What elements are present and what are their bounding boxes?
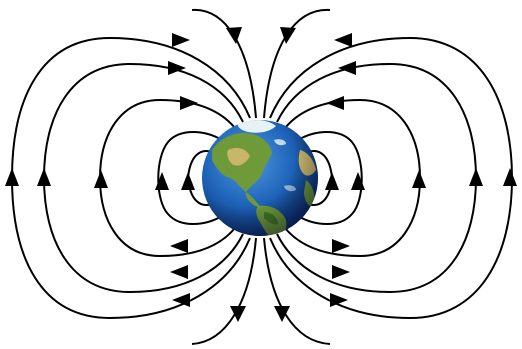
arrow-icon: [338, 61, 356, 75]
arrow-icon: [37, 168, 51, 186]
arrow-icon: [5, 168, 19, 186]
field-line-top-left: [192, 10, 256, 118]
arrow-icon: [170, 265, 188, 279]
arrow-icon: [334, 33, 352, 47]
globe-shading: [202, 120, 318, 236]
arrow-icon: [469, 168, 483, 186]
arrow-icon: [412, 170, 426, 188]
field-line-top-right: [264, 10, 330, 118]
arrow-icon: [170, 239, 188, 253]
arrow-icon: [181, 172, 195, 190]
arrow-icon: [326, 96, 344, 110]
arrow-icon: [351, 172, 365, 190]
field-line-bottom-right: [264, 238, 330, 344]
arrow-icon: [332, 239, 350, 253]
arrow-icon: [503, 168, 517, 186]
arrow-icon: [94, 170, 108, 188]
arrow-icon: [325, 172, 339, 190]
field-line-bottom-left: [192, 238, 256, 344]
arrow-icon: [172, 33, 190, 47]
arrow-icon: [155, 172, 169, 190]
arrow-icon: [274, 306, 290, 322]
earth-globe: [202, 120, 318, 246]
arrow-icon: [332, 265, 350, 279]
arrow-icon: [226, 27, 242, 44]
arrow-icon: [180, 96, 198, 110]
